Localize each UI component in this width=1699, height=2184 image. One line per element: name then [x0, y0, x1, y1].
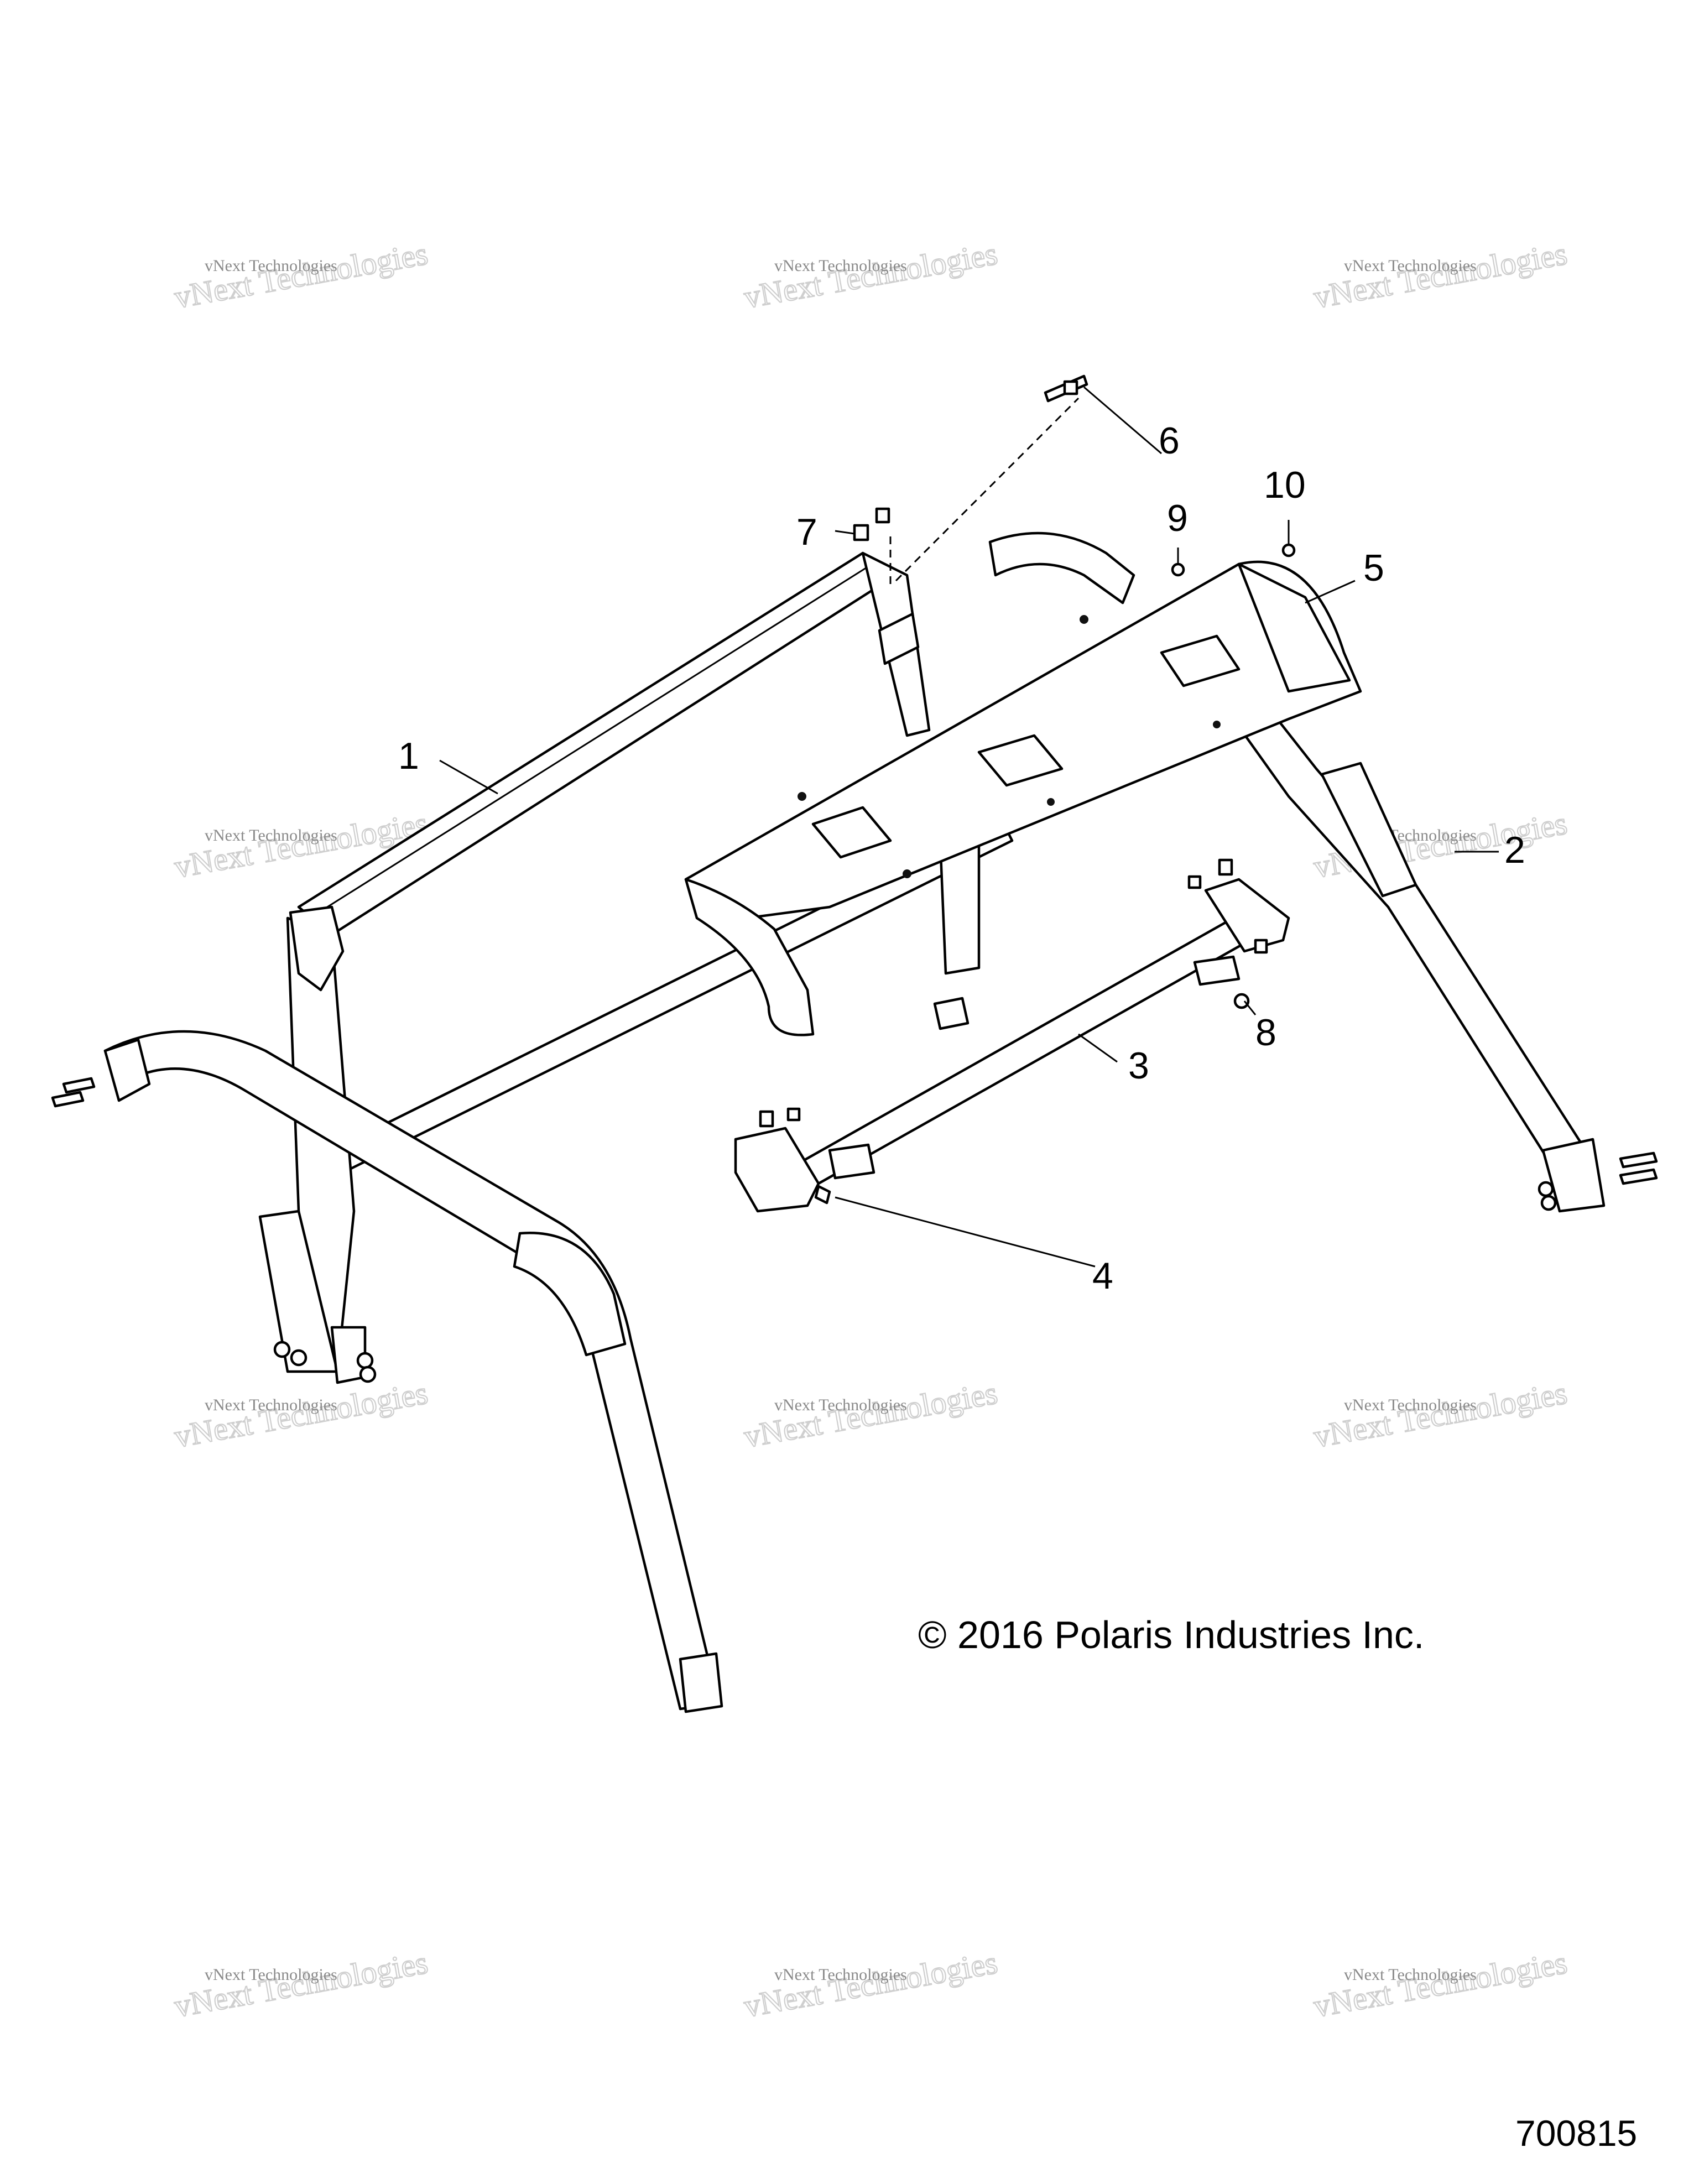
figure-number: 700815 [1515, 2113, 1637, 2154]
copyright-text: © 2016 Polaris Industries Inc. [918, 1613, 1424, 1656]
callout-7: 7 [796, 511, 817, 553]
callout-2: 2 [1504, 829, 1525, 871]
callout-labels: 1 2 3 4 5 6 7 8 9 10 [398, 420, 1525, 1297]
callout-5: 5 [1363, 547, 1384, 589]
watermark-small-text: vNext Technologies [774, 1966, 907, 1984]
front-hoop [51, 1030, 723, 1713]
callout-4: 4 [1092, 1255, 1113, 1297]
watermark: vNext Technologies vNext Technologies [171, 1943, 431, 2025]
watermark: vNext Technologies vNext Technologies [1310, 1943, 1570, 2025]
watermark-big-text: vNext Technologies [741, 1374, 1000, 1455]
hardware-misc [814, 993, 1250, 1205]
leader-lines [439, 386, 1499, 1268]
watermark-big-text: vNext Technologies [1311, 235, 1570, 315]
callout-8: 8 [1255, 1012, 1276, 1054]
watermark-big-text: vNext Technologies [741, 1944, 1000, 2024]
part-1-rear-cage [258, 551, 1014, 1384]
part-3-crossbar [734, 858, 1290, 1213]
watermark: vNext Technologies vNext Technologies [1310, 1374, 1570, 1455]
part-2-side-tube [988, 531, 1658, 1213]
watermark-big-text: vNext Technologies [171, 1944, 430, 2024]
callout-9: 9 [1167, 497, 1188, 539]
watermark-small-text: vNext Technologies [205, 826, 337, 845]
watermark: vNext Technologies vNext Technologies [741, 1943, 1000, 2025]
hardware-top [853, 374, 1296, 577]
watermark-small-text: vNext Technologies [205, 257, 337, 275]
watermark-big-text: vNext Technologies [171, 235, 430, 315]
watermark-big-text: vNext Technologies [1311, 1374, 1570, 1455]
watermark: vNext Technologies vNext Technologies [171, 234, 431, 316]
watermark-big-text: vNext Technologies [171, 1374, 430, 1455]
watermark: vNext Technologies vNext Technologies [1310, 234, 1570, 316]
watermark: vNext Technologies vNext Technologies [741, 234, 1000, 316]
callout-1: 1 [398, 735, 419, 777]
bolt-pair-left [51, 1077, 96, 1108]
watermark-small-text: vNext Technologies [205, 1966, 337, 1984]
watermark-small-text: vNext Technologies [1344, 257, 1477, 275]
watermark-small-text: vNext Technologies [1344, 1396, 1477, 1414]
part-5-roof-panel [684, 560, 1362, 1036]
watermark-big-text: vNext Technologies [1311, 1944, 1570, 2024]
watermark-small-text: vNext Technologies [774, 1396, 907, 1414]
watermark: vNext Technologies vNext Technologies [171, 1374, 431, 1455]
watermark: vNext Technologies vNext Technologies [741, 1374, 1000, 1455]
callout-6: 6 [1159, 420, 1180, 462]
watermark-small-text: vNext Technologies [205, 1396, 337, 1414]
watermark-big-text: vNext Technologies [741, 235, 1000, 315]
watermark-small-text: vNext Technologies [1344, 1966, 1477, 1984]
watermark-small-text: vNext Technologies [774, 257, 907, 275]
callout-10: 10 [1264, 464, 1306, 506]
callout-3: 3 [1128, 1045, 1149, 1087]
